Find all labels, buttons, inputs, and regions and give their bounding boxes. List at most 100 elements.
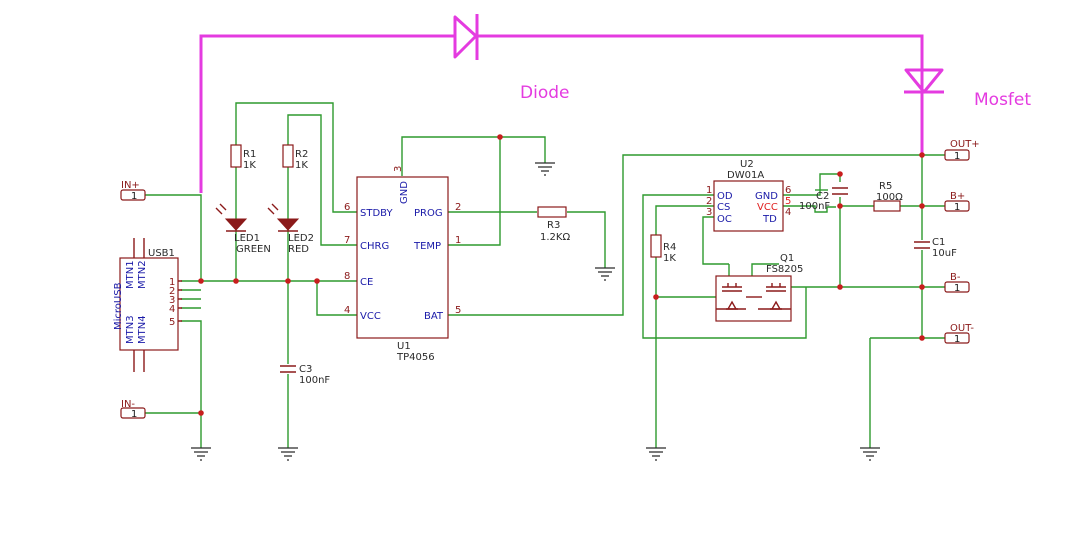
usb1-ref: USB1: [148, 248, 175, 259]
u1-stdby: STDBY: [360, 208, 393, 219]
port-b-minus: B- 1: [944, 272, 970, 294]
r4-value: 1K: [663, 253, 676, 264]
port-in-minus-label: IN-: [121, 399, 135, 410]
usb1-mtn2: MTN2: [137, 260, 148, 289]
r3-value: 1.2KΩ: [540, 232, 570, 243]
ground-symbols: [191, 162, 880, 461]
q1-ref: Q1: [780, 253, 794, 264]
usb1-mtn3: MTN3: [125, 315, 136, 344]
r5-ref: R5: [879, 181, 892, 192]
diode-annotation-wire: [199, 34, 924, 193]
u1-chrg-pin: 7: [344, 235, 350, 246]
led2: LED2 RED: [267, 203, 314, 255]
resistor-r2: R2 1K: [282, 144, 308, 171]
c1-value: 10uF: [932, 248, 957, 259]
usb1-pin3: 3: [169, 295, 175, 306]
u2-gnd-pin: 6: [785, 185, 791, 196]
port-in-plus-pin: 1: [131, 191, 137, 202]
u1-vcc: VCC: [360, 311, 381, 322]
u1-ref: U1: [397, 341, 411, 352]
port-b-plus-pin: 1: [954, 202, 960, 213]
port-b-plus: B+ 1: [944, 191, 970, 213]
u2-vcc: VCC: [757, 202, 778, 213]
port-in-minus: IN- 1: [120, 399, 146, 420]
led2-ref: LED2: [288, 233, 314, 244]
u2-cs: CS: [717, 202, 730, 213]
usb1-pin5: 5: [169, 317, 175, 328]
u2-oc: OC: [717, 214, 732, 225]
led2-value: RED: [288, 244, 309, 255]
resistor-r5: R5 100Ω: [873, 181, 903, 212]
resistor-r3: R3 1.2KΩ: [537, 206, 570, 243]
u1-gnd: GND: [399, 181, 410, 204]
u1-chrg: CHRG: [360, 241, 389, 252]
junctions: [198, 134, 925, 416]
u1-vcc-pin: 4: [344, 305, 350, 316]
c3-ref: C3: [299, 364, 312, 375]
c2-value: 100nF: [799, 201, 830, 212]
ic-u2-dw01a: U2 DW01A 1 OD 2 CS 3 OC 6 GND 5 VCC 4 TD: [706, 159, 791, 232]
usb1-value: MicroUSB: [113, 282, 124, 330]
r2-ref: R2: [295, 149, 308, 160]
capacitor-c2: C2 100nF: [799, 186, 848, 212]
capacitor-c3: C3 100nF: [280, 364, 330, 386]
usb1-pin4: 4: [169, 304, 175, 315]
u2-vcc-pin: 5: [785, 196, 791, 207]
port-out-minus-label: OUT-: [950, 323, 974, 334]
r1-ref: R1: [243, 149, 256, 160]
r5-value: 100Ω: [876, 192, 903, 203]
u2-cs-pin: 2: [706, 196, 712, 207]
r2-value: 1K: [295, 160, 308, 171]
u1-bat-pin: 5: [455, 305, 461, 316]
r3-ref: R3: [547, 220, 560, 231]
mosfet-diode-symbol: [904, 68, 944, 94]
r4-ref: R4: [663, 242, 676, 253]
led1-value: GREEN: [236, 244, 271, 255]
u1-temp-pin: 1: [455, 235, 461, 246]
port-out-minus: OUT- 1: [944, 323, 974, 345]
resistor-r1: R1 1K: [230, 144, 256, 171]
c3-value: 100nF: [299, 375, 330, 386]
port-in-plus-label: IN+: [121, 180, 140, 191]
u2-gnd: GND: [755, 191, 778, 202]
usb1-pin2: 2: [169, 286, 175, 297]
u2-value: DW01A: [727, 170, 764, 181]
u1-prog: PROG: [414, 208, 443, 219]
u1-gnd-pin: 3: [393, 166, 404, 172]
usb1-pin1: 1: [169, 277, 175, 288]
u2-oc-pin: 3: [706, 207, 712, 218]
port-in-minus-pin: 1: [131, 409, 137, 420]
usb1-mtn4: MTN4: [137, 315, 148, 344]
led1: LED1 GREEN: [215, 203, 271, 255]
u1-ce-pin: 8: [344, 271, 350, 282]
u1-bat: BAT: [424, 311, 444, 322]
resistor-r4: R4 1K: [650, 234, 676, 264]
diode-symbol: [453, 14, 479, 60]
led1-ref: LED1: [234, 233, 260, 244]
u2-od-pin: 1: [706, 185, 712, 196]
wires: [145, 102, 945, 448]
q1-value: FS8205: [766, 264, 803, 275]
diode-label: Diode: [520, 83, 569, 103]
port-in-plus: IN+ 1: [120, 180, 146, 202]
u1-value: TP4056: [396, 352, 435, 363]
u1-temp: TEMP: [413, 241, 441, 252]
c1-ref: C1: [932, 237, 945, 248]
mosfet-label: Mosfet: [974, 90, 1031, 110]
mosfet-q1-fs8205: Q1 FS8205: [715, 253, 803, 322]
capacitor-c1: C1 10uF: [914, 237, 957, 259]
c2-ref: C2: [816, 191, 829, 202]
port-out-minus-pin: 1: [954, 334, 960, 345]
port-out-plus: OUT+ 1: [944, 139, 980, 162]
usb1-mtn1: MTN1: [125, 260, 136, 289]
u2-td: TD: [762, 214, 777, 225]
port-b-minus-pin: 1: [954, 283, 960, 294]
port-out-plus-pin: 1: [954, 151, 960, 162]
u2-od: OD: [717, 191, 733, 202]
port-b-minus-label: B-: [950, 272, 961, 283]
ic-u1-tp4056: 3 GND 6 STDBY 7 CHRG 8 CE 4 VCC 2 PROG 1…: [344, 166, 461, 363]
usb1-connector: USB1 MicroUSB MTN1 MTN2 MTN3 MTN4 1 2 3 …: [113, 238, 182, 372]
u1-prog-pin: 2: [455, 202, 461, 213]
port-b-plus-label: B+: [950, 191, 965, 202]
